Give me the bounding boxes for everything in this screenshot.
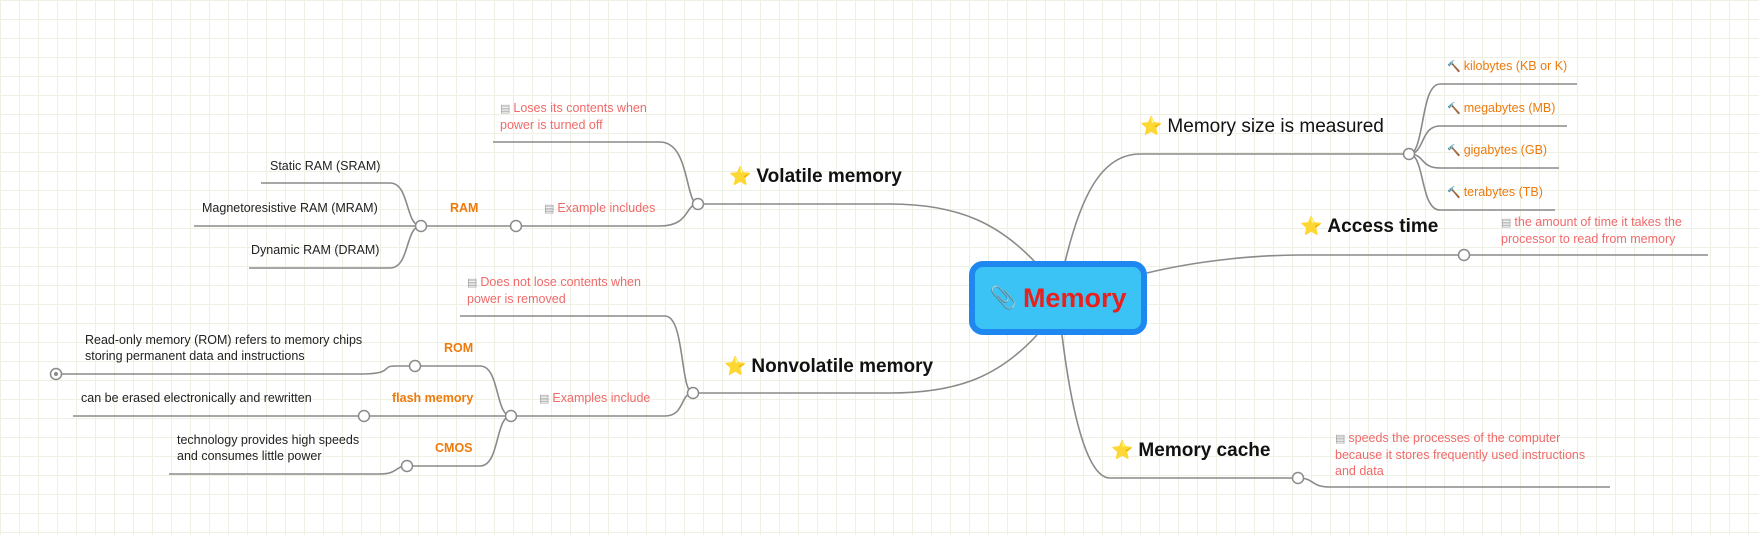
star-icon: ⭐ — [1111, 440, 1134, 460]
node-cmos[interactable]: CMOS — [435, 441, 473, 455]
node-flash-desc[interactable]: can be erased electronically and rewritt… — [81, 391, 312, 405]
node-mram[interactable]: Magnetoresistive RAM (MRAM) — [202, 201, 378, 215]
note-icon: ▤ — [1335, 433, 1346, 445]
connector-volatile — [698, 203, 1036, 263]
central-topic[interactable]: 📎 Memory — [969, 261, 1147, 335]
connector-tb — [1408, 153, 1555, 211]
node-rom[interactable]: ROM — [444, 341, 474, 355]
collapse-knob-example-includes — [509, 219, 523, 233]
central-title: Memory — [1022, 282, 1127, 313]
hammer-icon: 🔨 — [1447, 61, 1461, 73]
note-icon: ▤ — [467, 277, 478, 289]
star-icon: ⭐ — [1140, 116, 1163, 136]
connector-cache-note — [1297, 477, 1610, 488]
star-icon: ⭐ — [1300, 216, 1323, 236]
collapse-knob-access — [1457, 248, 1471, 262]
star-icon: ⭐ — [724, 356, 747, 376]
connector-rom-desc — [56, 365, 415, 375]
collapse-knob-rom — [408, 359, 422, 373]
collapse-knob-examples-include — [504, 409, 518, 423]
connector-cmos-desc — [169, 465, 408, 475]
paperclip-icon: 📎 — [989, 285, 1017, 310]
node-example-includes[interactable]: ▤Example includes — [544, 201, 656, 215]
collapse-knob-size — [1402, 147, 1416, 161]
hammer-icon: 🔨 — [1447, 103, 1461, 115]
topic-memory-cache[interactable]: ⭐Memory cache — [1111, 440, 1271, 461]
note-icon: ▤ — [539, 393, 550, 405]
node-rom-desc[interactable]: Read-only memory (ROM) refers to memory … — [85, 333, 363, 363]
node-sram[interactable]: Static RAM (SRAM) — [270, 159, 381, 173]
node-flash-memory[interactable]: flash memory — [392, 391, 474, 405]
connector-nonvolatile — [693, 334, 1038, 394]
node-megabytes[interactable]: 🔨megabytes (MB) — [1447, 101, 1556, 115]
connector-volatile-note — [493, 141, 699, 205]
star-icon: ⭐ — [729, 166, 752, 186]
connector-size — [1064, 153, 1409, 263]
node-ram[interactable]: RAM — [450, 201, 479, 215]
node-terabytes[interactable]: 🔨terabytes (TB) — [1447, 185, 1543, 199]
hammer-icon: 🔨 — [1447, 145, 1461, 157]
connector-access — [1146, 254, 1464, 274]
collapse-knob-flash — [357, 409, 371, 423]
connector-cache — [1061, 334, 1298, 479]
node-dram[interactable]: Dynamic RAM (DRAM) — [251, 243, 380, 257]
topic-nonvolatile-memory[interactable]: ⭐Nonvolatile memory — [724, 356, 934, 377]
note-icon: ▤ — [544, 203, 555, 215]
node-kilobytes[interactable]: 🔨kilobytes (KB or K) — [1447, 59, 1568, 73]
collapse-knob-cache — [1291, 471, 1305, 485]
topic-memory-size[interactable]: ⭐Memory size is measured — [1140, 116, 1384, 137]
topic-volatile-memory[interactable]: ⭐Volatile memory — [729, 166, 902, 187]
collapse-knob-nonvolatile — [686, 386, 700, 400]
collapse-knob-cmos — [400, 459, 414, 473]
node-examples-include[interactable]: ▤Examples include — [539, 391, 651, 405]
node-gigabytes[interactable]: 🔨gigabytes (GB) — [1447, 143, 1548, 157]
note-icon: ▤ — [500, 103, 511, 115]
hammer-icon: 🔨 — [1447, 187, 1461, 199]
collapse-knob-volatile — [691, 197, 705, 211]
collapse-knob-ram — [414, 219, 428, 233]
note-icon: ▤ — [1501, 217, 1512, 229]
topic-access-time[interactable]: ⭐Access time — [1300, 216, 1439, 237]
